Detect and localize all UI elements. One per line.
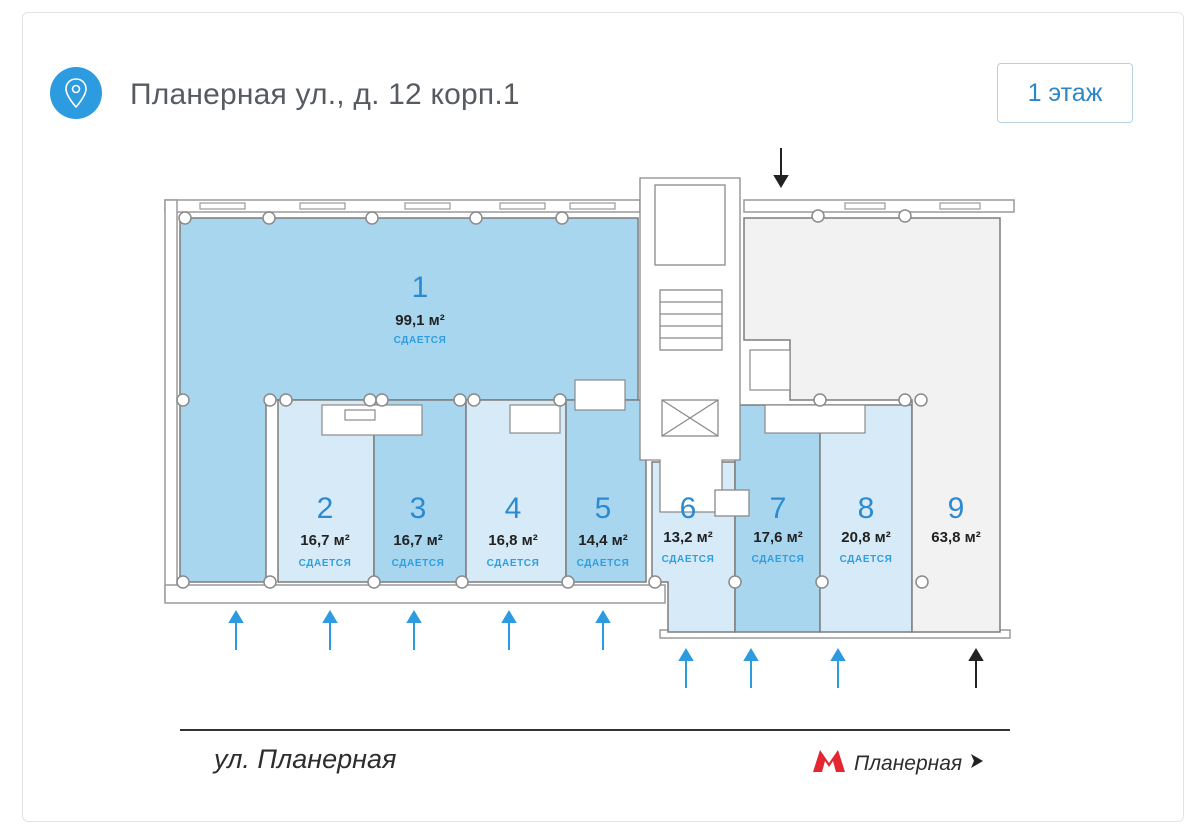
unit-7-label: 7 17,6 м² СДАЕТСЯ [752,492,805,565]
unit-4-status: СДАЕТСЯ [487,558,540,569]
unit-4-label: 4 16,8 м² СДАЕТСЯ [487,492,540,569]
floor-selector-button[interactable]: 1 этаж [997,63,1133,123]
unit-5-number: 5 [595,492,612,525]
unit-6-status: СДАЕТСЯ [662,554,715,565]
windows [199,202,981,210]
unit-2-label: 2 16,7 м² СДАЕТСЯ [299,492,352,569]
north-wall-east [743,199,1015,213]
unit-8-area[interactable] [819,404,913,633]
west-wall [164,199,178,601]
unit-7-size: 17,6 м² [753,529,802,546]
unit-8-label: 8 20,8 м² СДАЕТСЯ [840,492,893,565]
unit-8-size: 20,8 м² [841,529,890,546]
arrow-right-icon [970,753,984,774]
street-label: ул. Планерная [214,744,397,774]
unit-4-number: 4 [505,492,522,525]
unit-9-label: 9 63,8 м² [931,492,980,546]
unit-2-size: 16,7 м² [300,532,349,549]
unit-7-area[interactable] [734,404,821,633]
metro-station: Планерная [812,749,984,778]
south-wall [164,584,666,604]
unit-8-status: СДАЕТСЯ [840,554,893,565]
unit-9-area[interactable] [743,217,1001,633]
unit-5-size: 14,4 м² [578,532,627,549]
street-line [180,729,1010,731]
north-wall [164,199,641,213]
stair-core [639,177,750,517]
metro-name: Планерная [854,751,963,775]
unit-3-size: 16,7 м² [393,532,442,549]
unit-1-number: 1 [412,271,429,304]
unit-9-size: 63,8 м² [931,529,980,546]
unit-9-number: 9 [948,492,965,525]
entrance-arrows [228,148,984,688]
unit-6-label: 6 13,2 м² СДАЕТСЯ [662,492,715,565]
unit-4-size: 16,8 м² [488,532,537,549]
unit-1-label: 1 99,1 м² СДАЕТСЯ [394,271,447,346]
unit-7-status: СДАЕТСЯ [752,554,805,565]
metro-m-icon [812,749,846,778]
unit-5-status: СДАЕТСЯ [577,558,630,569]
unit-1-status: СДАЕТСЯ [394,335,447,346]
bathroom-fixtures [321,349,866,436]
unit-6-number: 6 [680,492,697,525]
unit-1-size: 99,1 м² [395,312,444,329]
unit-5-area[interactable] [565,399,647,583]
location-pin-icon [50,67,102,119]
address-title: Планерная ул., д. 12 корп.1 [130,78,520,111]
unit-3-label: 3 16,7 м² СДАЕТСЯ [392,492,445,569]
unit-8-number: 8 [858,492,875,525]
columns [176,209,929,589]
unit-6-size: 13,2 м² [663,529,712,546]
unit-2-number: 2 [317,492,334,525]
unit-5-label: 5 14,4 м² СДАЕТСЯ [577,492,630,569]
unit-3-status: СДАЕТСЯ [392,558,445,569]
unit-3-number: 3 [410,492,427,525]
unit-2-status: СДАЕТСЯ [299,558,352,569]
unit-7-number: 7 [770,492,787,525]
